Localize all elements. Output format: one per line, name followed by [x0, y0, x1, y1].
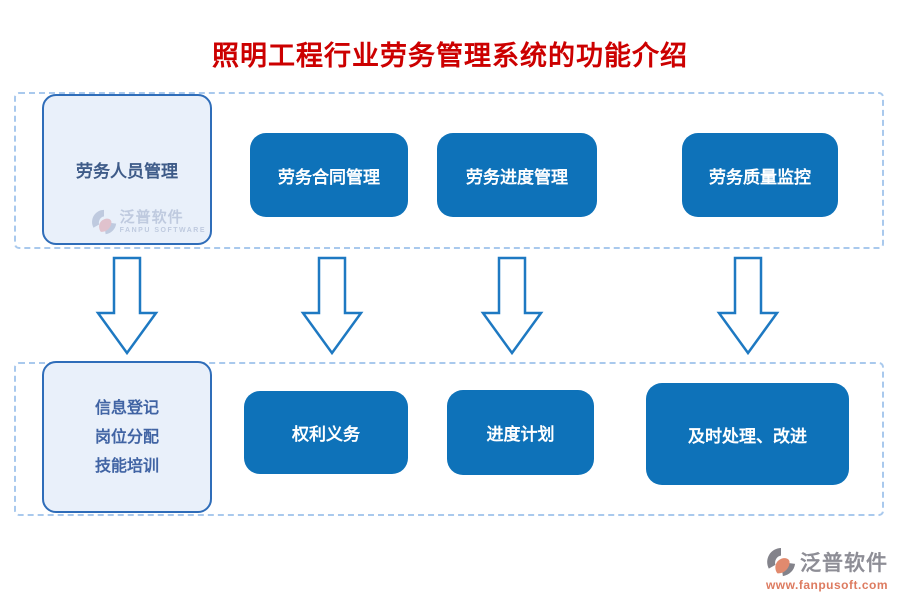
watermark: 泛普软件 FANPU SOFTWARE	[91, 209, 206, 235]
fanpu-logo-icon	[767, 547, 796, 577]
page-title: 照明工程行业劳务管理系统的功能介绍	[212, 41, 688, 71]
footer-url: www.fanpusoft.com	[765, 578, 888, 592]
detail-line-training: 技能培训	[94, 457, 159, 475]
labor-progress-label: 劳务进度管理	[466, 167, 568, 187]
labor-personnel-box: 劳务人员管理 泛普软件 FANPU SOFTWARE	[42, 94, 212, 245]
down-arrow-icon	[95, 256, 159, 356]
detail-line-assignment: 岗位分配	[94, 428, 159, 446]
labor-contract-box: 劳务合同管理	[250, 133, 408, 217]
bottom-group-outline	[14, 362, 884, 516]
fanpu-logo-icon	[91, 209, 116, 235]
down-arrow-icon	[716, 256, 780, 356]
schedule-plan-box: 进度计划	[447, 390, 594, 475]
rights-obligations-label: 权利义务	[292, 425, 360, 444]
labor-quality-label: 劳务质量监控	[709, 167, 811, 187]
top-group-outline	[14, 92, 884, 249]
watermark-brand: 泛普软件	[119, 209, 184, 226]
personnel-detail-box: 信息登记 岗位分配 技能培训	[42, 361, 212, 513]
down-arrow-icon	[300, 256, 364, 356]
down-arrow-icon	[480, 256, 544, 356]
timely-handling-box: 及时处理、改进	[646, 383, 849, 485]
labor-quality-box: 劳务质量监控	[682, 133, 838, 217]
schedule-plan-label: 进度计划	[486, 425, 555, 444]
labor-progress-box: 劳务进度管理	[437, 133, 597, 217]
labor-contract-label: 劳务合同管理	[278, 167, 380, 187]
timely-handling-label: 及时处理、改进	[688, 426, 807, 446]
fanpu-footer-logo: 泛普软件 www.fanpusoft.com	[766, 547, 888, 592]
footer-brand: 泛普软件	[799, 552, 888, 575]
rights-obligations-box: 权利义务	[244, 391, 408, 474]
detail-line-registration: 信息登记	[94, 399, 159, 417]
labor-personnel-label: 劳务人员管理	[76, 162, 178, 181]
watermark-subtitle: FANPU SOFTWARE	[119, 227, 206, 234]
